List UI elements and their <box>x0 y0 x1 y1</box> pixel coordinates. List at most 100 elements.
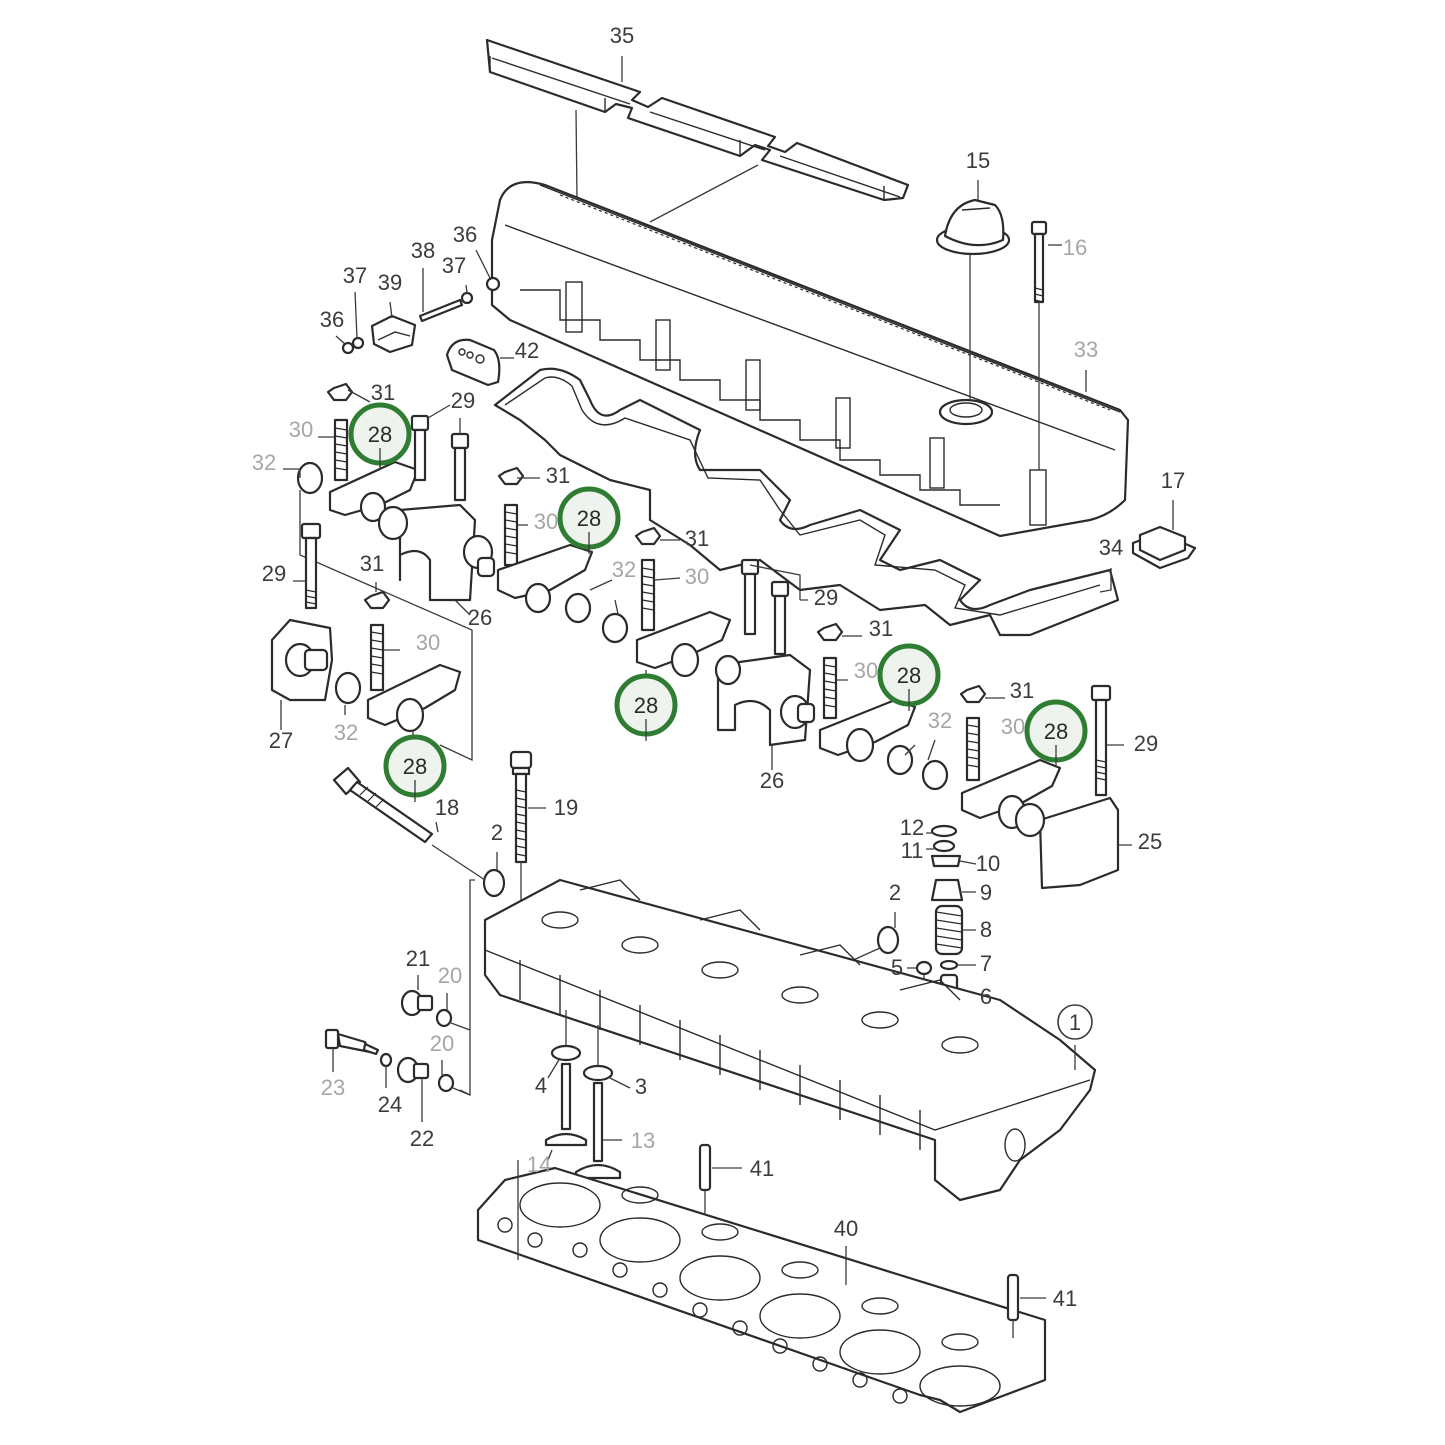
part-17-bracket <box>1131 525 1197 570</box>
callout-25: 25 <box>1138 829 1162 854</box>
callout-33: 33 <box>1074 337 1098 362</box>
part-30-adjuster <box>333 418 349 482</box>
callout-5: 5 <box>891 955 903 980</box>
callout-8: 8 <box>980 917 992 942</box>
part-35-heat-shield <box>485 38 910 202</box>
highlight-label: 28 <box>897 663 921 688</box>
callout-26b: 26 <box>760 768 784 793</box>
part-10-rotator <box>930 854 962 868</box>
rocker-group-2 <box>496 466 629 644</box>
highlight-ring-28[interactable]: 28 <box>383 734 447 802</box>
callout-29d: 29 <box>1134 731 1158 756</box>
rocker-group-5 <box>816 622 949 791</box>
callout-30c: 30 <box>685 564 709 589</box>
callout-1: 1 <box>1069 1010 1081 1035</box>
highlight-ring-28[interactable]: 28 <box>348 402 412 470</box>
callout-3: 3 <box>635 1074 647 1099</box>
callout-36b: 36 <box>320 307 344 332</box>
callout-2b: 2 <box>889 880 901 905</box>
part-31-nut <box>326 382 354 402</box>
callout-17: 17 <box>1161 468 1185 493</box>
part-20-washer <box>435 1008 453 1028</box>
callout-29c: 29 <box>814 585 838 610</box>
part-20-washer-b <box>437 1073 455 1093</box>
callout-2a: 2 <box>491 820 503 845</box>
callout-20b: 20 <box>430 1031 454 1056</box>
part-38-stud <box>418 298 464 323</box>
highlighted-callouts-part-28: 28 28 28 28 28 28 <box>348 402 1088 802</box>
callout-37a: 37 <box>343 263 367 288</box>
callout-35: 35 <box>610 23 634 48</box>
part-5-seal <box>915 960 933 976</box>
callout-21: 21 <box>406 946 430 971</box>
callout-6: 6 <box>980 984 992 1009</box>
callout-13: 13 <box>631 1128 655 1153</box>
callout-7: 7 <box>980 951 992 976</box>
callout-30d: 30 <box>416 630 440 655</box>
part-34-cover-gasket <box>493 367 1120 637</box>
part-21-plug <box>400 989 434 1017</box>
part-13-valve <box>574 1081 622 1180</box>
part-33-valve-cover <box>490 181 1130 538</box>
callout-31e: 31 <box>869 616 893 641</box>
callout-10: 10 <box>976 851 1000 876</box>
callout-22: 22 <box>410 1126 434 1151</box>
callout-32d: 32 <box>928 708 952 733</box>
highlight-label: 28 <box>368 422 392 447</box>
callout-31f: 31 <box>1010 678 1034 703</box>
rocker-group-6 <box>959 684 1120 890</box>
highlight-label: 28 <box>577 506 601 531</box>
callout-15: 15 <box>966 148 990 173</box>
part-19-bolt <box>509 750 533 864</box>
callout-26a: 26 <box>468 605 492 630</box>
part-14-valve <box>544 1062 588 1147</box>
part-41-dowel <box>698 1143 712 1192</box>
callout-32a: 32 <box>252 450 276 475</box>
callout-9: 9 <box>980 880 992 905</box>
callout-31d: 31 <box>360 551 384 576</box>
part-32-circlip <box>296 461 324 495</box>
callout-19: 19 <box>554 795 578 820</box>
highlight-ring-28[interactable]: 28 <box>877 643 941 711</box>
callout-41a: 41 <box>750 1156 774 1181</box>
part-23-sensor <box>324 1028 380 1056</box>
part-29-bolt <box>410 414 430 432</box>
part-2-expansion-plug-b <box>876 925 900 955</box>
callout-32b: 32 <box>612 557 636 582</box>
callout-30a: 30 <box>289 417 313 442</box>
rocker-group-4 <box>634 526 816 747</box>
part-3-valve-seal <box>582 1064 614 1082</box>
callout-31a: 31 <box>371 380 395 405</box>
part-24-washer <box>379 1052 393 1068</box>
part-41-dowel-b <box>1006 1273 1020 1322</box>
highlight-ring-28[interactable]: 28 <box>1024 699 1088 767</box>
callout-42: 42 <box>515 338 539 363</box>
callout-16: 16 <box>1063 235 1087 260</box>
callout-30b: 30 <box>534 509 558 534</box>
callout-11: 11 <box>901 838 924 863</box>
callout-41b: 41 <box>1053 1286 1077 1311</box>
part-11-collets <box>932 839 956 853</box>
part-29-bolt-b <box>450 432 470 450</box>
highlight-ring-28[interactable]: 28 <box>614 673 678 741</box>
part-12-valve-cap <box>930 824 958 838</box>
callout-32c: 32 <box>334 720 358 745</box>
highlight-label: 28 <box>1044 719 1068 744</box>
callout-39: 39 <box>378 270 402 295</box>
highlight-ring-28[interactable]: 28 <box>557 486 621 554</box>
callout-14: 14 <box>527 1152 551 1177</box>
part-25-rocker-bracket <box>1038 796 1120 890</box>
callout-23: 23 <box>321 1075 345 1100</box>
callout-29a: 29 <box>451 388 475 413</box>
callout-4: 4 <box>535 1073 547 1098</box>
part-15-oil-filler-cap <box>935 198 1011 256</box>
callout-20a: 20 <box>438 963 462 988</box>
highlight-label: 28 <box>634 693 658 718</box>
part-16-bolt <box>1030 220 1048 304</box>
callout-29b: 29 <box>262 561 286 586</box>
part-26-rocker-bracket <box>398 503 477 602</box>
callout-36a: 36 <box>453 222 477 247</box>
part-18-bolt <box>332 766 434 844</box>
